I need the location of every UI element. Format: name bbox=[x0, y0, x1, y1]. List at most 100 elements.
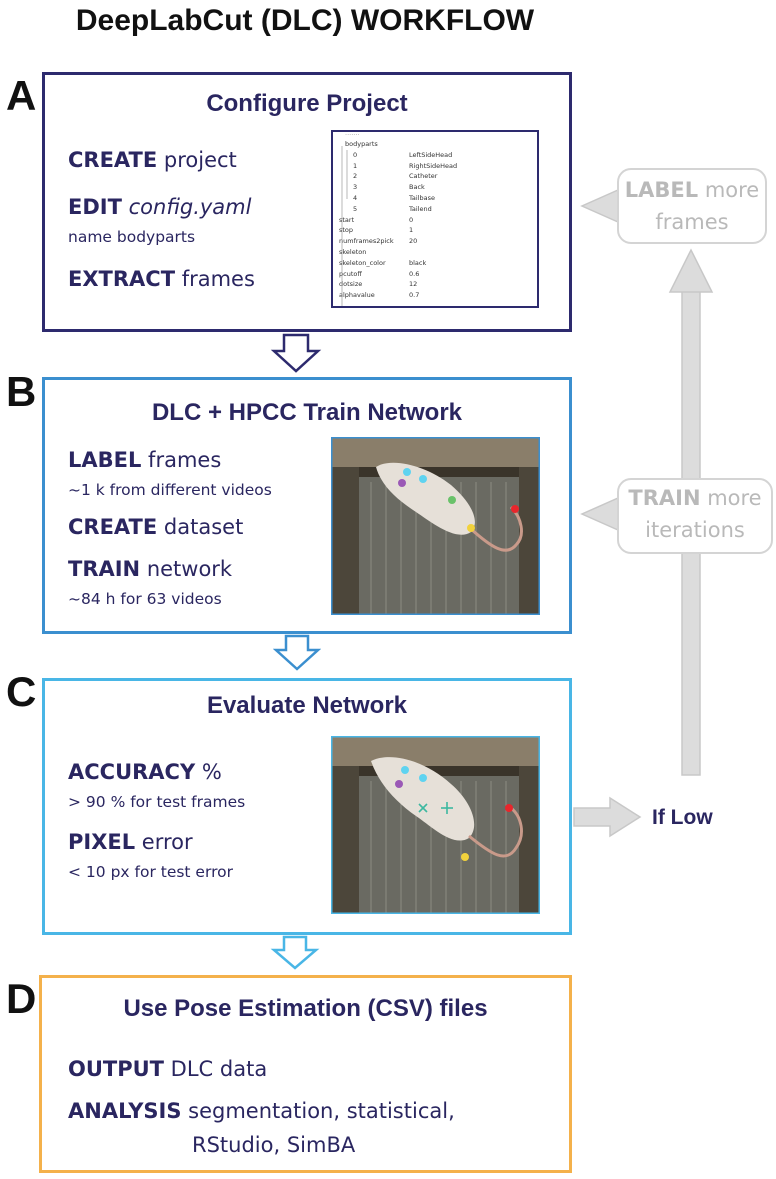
config-key: start bbox=[339, 215, 355, 224]
config-key: skeleton_color bbox=[339, 258, 386, 267]
down-arrow-b-c bbox=[273, 634, 321, 671]
marker-tailend bbox=[505, 804, 513, 812]
step-keyword: TRAIN bbox=[68, 557, 141, 581]
marker-catheter bbox=[398, 479, 406, 487]
config-key: 3 bbox=[353, 183, 358, 192]
step-text: frames bbox=[141, 448, 222, 472]
config-value: 1 bbox=[409, 226, 414, 235]
config-value: Tailend bbox=[409, 204, 432, 213]
create-project-step: CREATE project bbox=[68, 148, 237, 172]
marker-right-side-head bbox=[419, 475, 427, 483]
config-key: stop bbox=[339, 226, 354, 235]
pixel-error-subtext: < 10 px for test error bbox=[68, 863, 233, 881]
config-row: skeleton_color black bbox=[333, 259, 537, 268]
marker-catheter bbox=[395, 780, 403, 788]
train-network-step: TRAIN network bbox=[68, 557, 232, 581]
label-more-line-1: LABEL more bbox=[617, 174, 767, 206]
extract-frames-step: EXTRACT frames bbox=[68, 267, 255, 291]
section-letter-a: A bbox=[6, 72, 37, 119]
config-key: numframes2pick bbox=[339, 237, 394, 246]
config-row: alphavalue 0.7 bbox=[333, 291, 537, 300]
train-more-line-1: TRAIN more bbox=[617, 482, 773, 514]
config-key: pcutoff bbox=[339, 269, 362, 278]
config-row: stop 1 bbox=[333, 226, 537, 235]
section-letter-d: D bbox=[6, 975, 37, 1022]
step-keyword: LABEL bbox=[68, 448, 142, 472]
pose-estimation-box bbox=[39, 975, 572, 1173]
config-key: 0 bbox=[353, 150, 358, 159]
config-key: dotsize bbox=[339, 280, 363, 289]
config-row: 5 Tailend bbox=[333, 205, 537, 214]
step-keyword: PIXEL bbox=[68, 830, 136, 854]
evaluate-network-title: Evaluate Network bbox=[206, 692, 408, 719]
config-value: black bbox=[409, 258, 427, 267]
config-tree-lines bbox=[341, 146, 348, 306]
step-text: config.yaml bbox=[128, 195, 252, 219]
config-key: bodyparts bbox=[345, 140, 378, 148]
step-keyword: CREATE bbox=[68, 515, 158, 539]
evaluated-rat-frame-image bbox=[331, 736, 540, 914]
pixel-error-step: PIXEL error bbox=[68, 830, 193, 854]
config-row: numframes2pick 20 bbox=[333, 237, 537, 246]
label-more-line-2: frames bbox=[655, 210, 729, 234]
label-more-frames-box bbox=[617, 168, 767, 244]
config-truncated-row: ....... bbox=[345, 130, 360, 137]
config-value: Back bbox=[409, 183, 425, 192]
step-text: segmentation, statistical, bbox=[181, 1099, 455, 1123]
config-row: skeleton bbox=[333, 248, 537, 257]
section-letter-c: C bbox=[6, 668, 37, 715]
config-value: Tailbase bbox=[409, 194, 435, 202]
down-arrow-c-d bbox=[270, 935, 320, 970]
create-dataset-step: CREATE dataset bbox=[68, 515, 243, 539]
config-key: skeleton bbox=[339, 248, 367, 256]
config-row: pcutoff 0.6 bbox=[333, 270, 537, 279]
step-text: network bbox=[140, 557, 233, 581]
marker-tailbase bbox=[461, 853, 469, 861]
config-row: bodyparts bbox=[333, 140, 537, 149]
marker-left-side-head bbox=[403, 468, 411, 476]
config-value: RightSideHead bbox=[409, 161, 458, 170]
step-text: error bbox=[135, 830, 193, 854]
page-title: DeepLabCut (DLC) WORKFLOW bbox=[75, 4, 535, 37]
step-keyword: ACCURACY bbox=[68, 760, 196, 784]
step-keyword: EDIT bbox=[68, 195, 122, 219]
down-arrow-a-b bbox=[270, 333, 322, 373]
config-value: 20 bbox=[409, 237, 418, 246]
config-key: 2 bbox=[353, 172, 358, 181]
marker-tailend bbox=[511, 505, 519, 513]
train-more-rest: more bbox=[700, 486, 762, 510]
config-key: 4 bbox=[353, 194, 358, 202]
edit-config-step: EDIT config.yaml bbox=[68, 195, 251, 219]
config-key: alphavalue bbox=[339, 291, 375, 300]
train-more-keyword: TRAIN bbox=[628, 486, 701, 510]
accuracy-step: ACCURACY % bbox=[68, 760, 222, 784]
config-value: 12 bbox=[409, 280, 418, 289]
step-keyword: EXTRACT bbox=[68, 267, 176, 291]
config-row: 4 Tailbase bbox=[333, 194, 537, 203]
config-value: 0.7 bbox=[409, 291, 420, 300]
section-letter-b: B bbox=[6, 368, 37, 415]
config-row: dotsize 12 bbox=[333, 280, 537, 289]
config-value: 0.6 bbox=[409, 269, 420, 278]
step-keyword: ANALYSIS bbox=[68, 1099, 182, 1123]
labeled-rat-frame-image bbox=[331, 437, 540, 615]
config-row: 0 LeftSideHead bbox=[333, 151, 537, 160]
train-more-iterations-text: TRAIN more iterations bbox=[617, 482, 773, 546]
train-network-title: DLC + HPCC Train Network bbox=[151, 399, 463, 426]
marker-back bbox=[448, 496, 456, 504]
step-keyword: CREATE bbox=[68, 148, 158, 172]
label-more-frames-text: LABEL more frames bbox=[617, 174, 767, 238]
configure-project-title: Configure Project bbox=[206, 90, 408, 117]
if-low-label: If Low bbox=[652, 806, 713, 829]
config-key: 5 bbox=[353, 204, 358, 213]
analysis-step-continued: RStudio, SimBA bbox=[192, 1133, 356, 1157]
step-keyword: OUTPUT bbox=[68, 1057, 164, 1081]
predicted-markers bbox=[418, 802, 453, 814]
train-more-line-2: iterations bbox=[645, 518, 745, 542]
pose-estimation-title: Use Pose Estimation (CSV) files bbox=[123, 995, 488, 1022]
label-more-rest: more bbox=[698, 178, 760, 202]
step-text: project bbox=[157, 148, 237, 172]
config-value: LeftSideHead bbox=[409, 150, 453, 159]
